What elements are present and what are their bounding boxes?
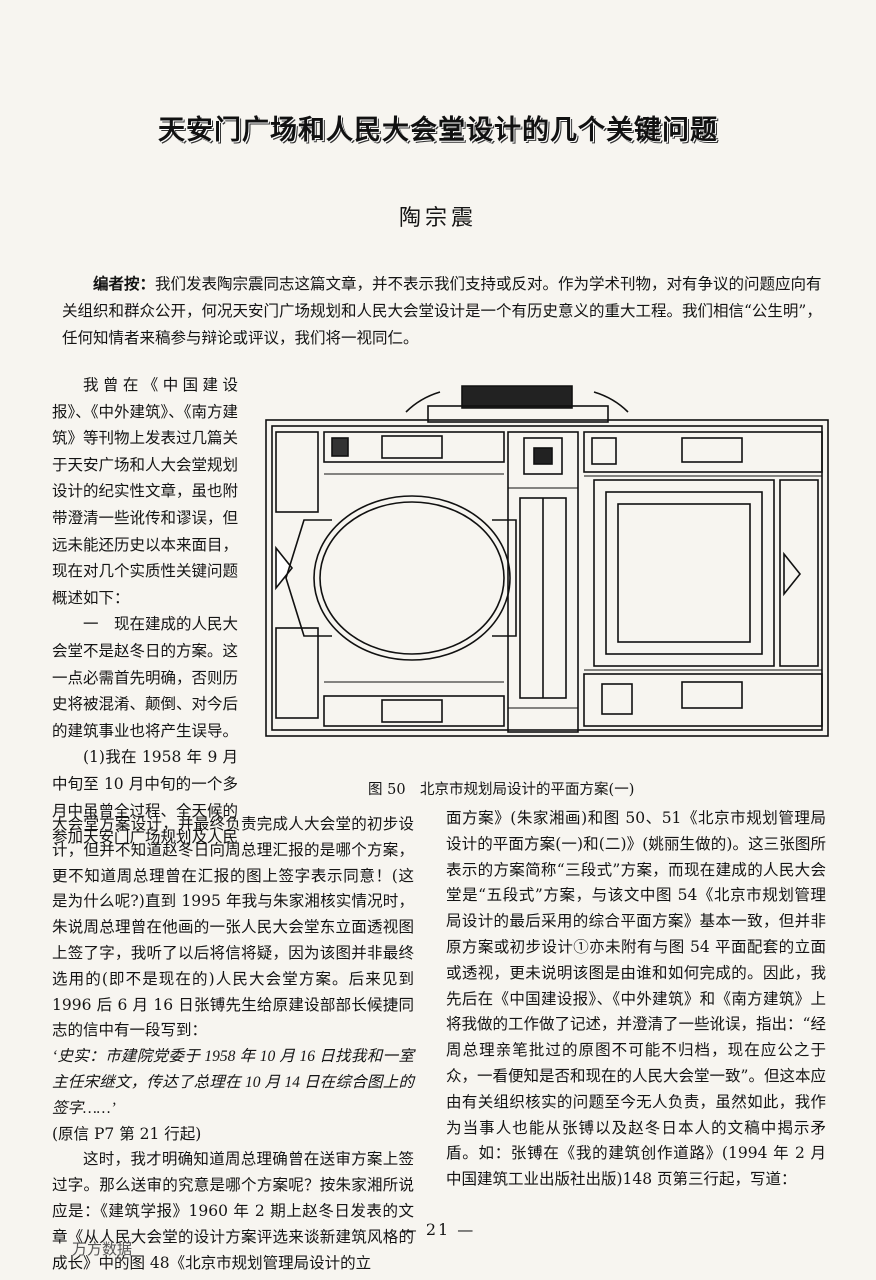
- paragraph-continued: 大会堂方案设计，并最终负责完成人大会堂的初步设计，但并不知道赵冬日向周总理汇报的…: [52, 815, 414, 1040]
- floor-plan-drawing: [265, 385, 829, 737]
- column-b: 面方案》(朱家湘画)和图 50、51《北京市规划管理局设计的平面方案(一)和(二…: [446, 806, 826, 1193]
- article-title: 天安门广场和人民大会堂设计的几个关键问题: [158, 115, 718, 146]
- column-a: 大会堂方案设计，并最终负责完成人大会堂的初步设计，但并不知道赵冬日向周总理汇报的…: [52, 812, 414, 1276]
- paragraph-right: 面方案》(朱家湘画)和图 50、51《北京市规划管理局设计的平面方案(一)和(二…: [446, 809, 826, 1189]
- letter-quote: ‘史实：市建院党委于 1958 年 10 月 16 日找我和一室主任宋继文，传达…: [52, 1048, 414, 1117]
- editor-note-text: 我们发表陶宗震同志这篇文章，并不表示我们支持或反对。作为学术刊物，对有争议的问题…: [62, 275, 822, 347]
- editor-note-label: 编者按：: [93, 274, 156, 293]
- paragraph-section-one: 一 现在建成的人民大会堂不是赵冬日的方案。这一点必需首先明确，否则历史将被混淆、…: [52, 615, 239, 740]
- editor-note: 编者按：我们发表陶宗震同志这篇文章，并不表示我们支持或反对。作为学术刊物，对有争…: [62, 270, 832, 352]
- left-column: 我曾在《中国建设报》、《中外建筑》、《南方建筑》等刊物上发表过几篇关于天安广场和…: [52, 372, 238, 851]
- watermark: 万方数据: [72, 1240, 133, 1258]
- page-number: — 21 —: [400, 1220, 476, 1239]
- paragraph-next: 这时，我才明确知道周总理确曾在送审方案上签过字。那么送审的究意是哪个方案呢？按朱…: [52, 1150, 414, 1272]
- figure-caption: 图 50 北京市规划局设计的平面方案(一): [368, 782, 635, 798]
- paragraph-intro: 我曾在《中国建设报》、《中外建筑》、《南方建筑》等刊物上发表过几篇关于天安广场和…: [52, 376, 239, 607]
- quote-reference: (原信 P7 第 21 行起): [52, 1124, 202, 1143]
- paragraph-item-one: (1)我在 1958 年 9 月中旬至 10 月中旬的一个多月中虽曾全过程、全天…: [52, 748, 239, 847]
- author-name: 陶宗震: [398, 206, 477, 231]
